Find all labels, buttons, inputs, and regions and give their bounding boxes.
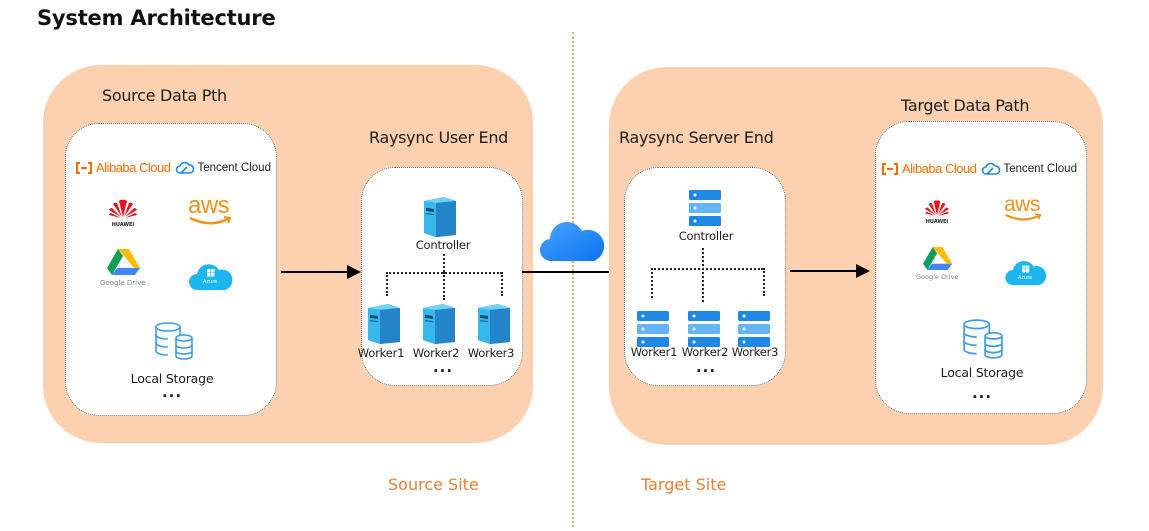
local-storage-label: Local Storage [130,371,214,386]
alibaba-cloud-logo-icon [75,161,93,174]
connector-worker2 [443,272,445,300]
azure-logo-icon: Azure [188,260,234,292]
google-drive-logo-icon: Google Drive [100,248,146,287]
connector-bus [651,268,763,270]
more-workers-ellipsis: ... [432,358,454,376]
azure-logo-icon: Azure [1004,257,1048,287]
provider-row-1: Alibaba Cloud Tencent Cloud [75,160,271,175]
worker3-label: Worker3 [467,346,515,360]
worker2-label: Worker2 [681,345,729,359]
alibaba-cloud-label: Alibaba Cloud [902,161,977,176]
provider-row-1: Alibaba Cloud Tencent Cloud [881,161,1077,176]
worker1-label: Worker1 [630,345,678,359]
connector-worker1 [386,272,388,296]
worker1-tower-server-icon [364,300,404,344]
source-data-path-title: Source Data Pth [102,86,227,105]
alibaba-cloud-label: Alibaba Cloud [96,160,171,175]
controller-tower-server-icon [420,193,460,237]
huawei-logo-icon: HUAWEI [106,198,140,228]
server-end-title: Raysync Server End [619,128,774,147]
tencent-cloud-label: Tencent Cloud [197,161,271,174]
worker2-rack-server-icon [688,311,720,347]
more-storage-ellipsis: ... [161,383,183,401]
local-storage-label: Local Storage [940,365,1024,380]
controller-rack-server-icon [689,190,721,226]
user-end-controller-label: Controller [415,238,471,252]
worker3-tower-server-icon [474,300,514,344]
worker1-rack-server-icon [637,311,669,347]
target-data-path-box: Alibaba Cloud Tencent Cloud HUAWEI aws G… [875,121,1087,414]
flow-arrow-user-end-to-server-end [522,265,623,279]
flow-arrow-source-to-user-end [281,265,361,279]
worker2-tower-server-icon [419,300,459,344]
flow-arrow-server-end-to-target [790,264,870,278]
tencent-cloud-logo-icon [176,161,195,174]
connector-worker2 [702,268,704,302]
alibaba-cloud-logo-icon [881,162,899,175]
user-end-title: Raysync User End [369,128,509,147]
more-workers-ellipsis: ... [695,358,717,376]
user-end-box: Controller Worker1 Worker2 Worker3 ... [358,167,523,386]
network-cloud-icon [539,215,606,263]
more-storage-ellipsis: ... [971,384,993,402]
site-divider [572,32,574,527]
worker1-label: Worker1 [357,346,405,360]
tencent-cloud-logo-icon [982,162,1001,175]
aws-logo-icon: aws [1004,194,1042,222]
connector-worker3 [763,268,765,296]
connector-worker1 [651,268,653,298]
local-storage-database-icon [154,321,194,361]
tencent-cloud-label: Tencent Cloud [1003,162,1077,175]
source-data-path-box: Alibaba Cloud Tencent Cloud HUAWEI aws G… [65,123,277,416]
huawei-logo-icon: HUAWEI [922,199,952,225]
connector-worker3 [501,272,503,296]
worker3-rack-server-icon [738,311,770,347]
server-end-controller-label: Controller [678,229,734,243]
connector-trunk [702,248,704,270]
local-storage-database-icon [962,318,1004,360]
google-drive-logo-icon: Google Drive [916,246,958,281]
source-site-label: Source Site [388,475,479,494]
worker2-label: Worker2 [412,346,460,360]
aws-logo-icon: aws [188,194,232,226]
worker3-label: Worker3 [731,345,779,359]
target-site-label: Target Site [641,475,727,494]
diagram-title: System Architecture [37,6,276,30]
connector-trunk [443,254,445,272]
target-data-path-title: Target Data Path [901,96,1030,115]
